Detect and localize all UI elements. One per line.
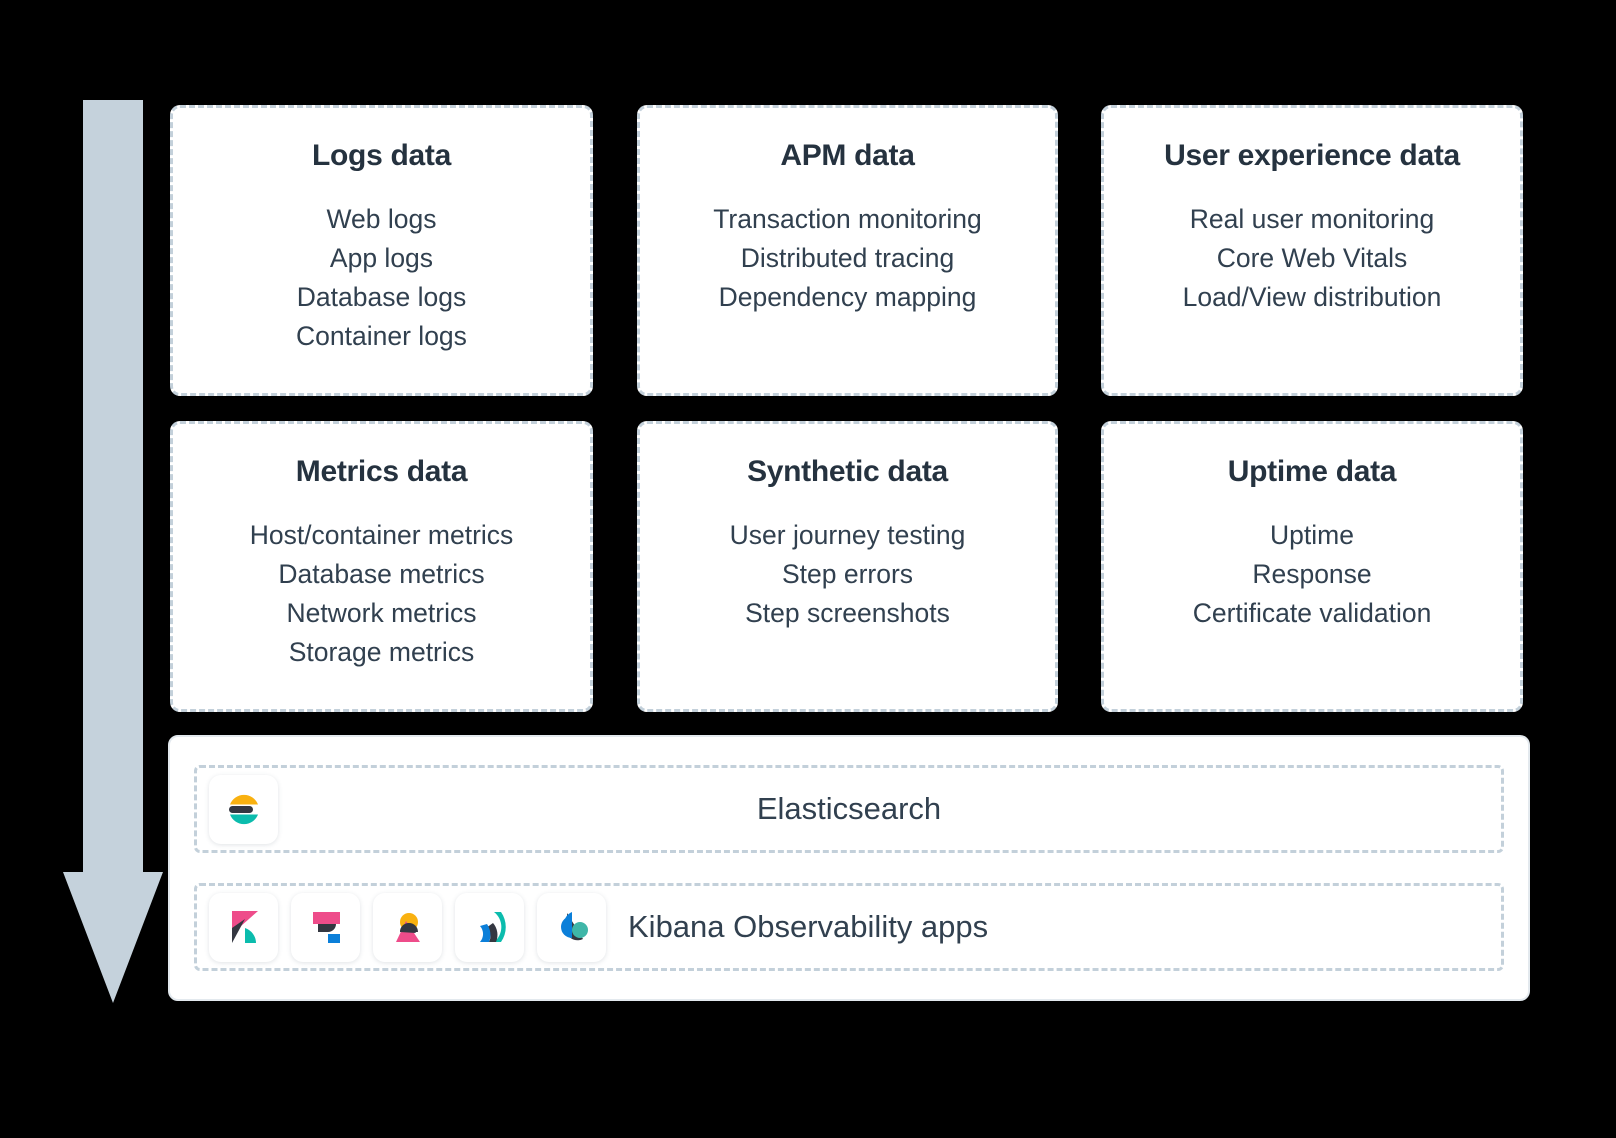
list-item: Real user monitoring (1189, 204, 1435, 234)
card-title: Metrics data (295, 455, 468, 488)
list-item: Certificate validation (1192, 598, 1432, 628)
card-item-list: Transaction monitoring Distributed traci… (713, 200, 982, 317)
logs-tile[interactable] (373, 892, 442, 962)
platform-row-label: Elasticsearch (756, 791, 942, 826)
list-item: Web logs (326, 204, 437, 234)
elasticsearch-icon-strip (197, 774, 278, 844)
card-synthetic-data: Synthetic data User journey testing Step… (637, 421, 1058, 712)
apm-tile[interactable] (291, 892, 360, 962)
list-item: Transaction monitoring (713, 204, 982, 234)
list-item: Core Web Vitals (1216, 243, 1408, 273)
list-item: User journey testing (729, 520, 966, 550)
list-item: Distributed tracing (740, 243, 955, 273)
kibana-icon (225, 908, 263, 946)
platform-row-elasticsearch: Elasticsearch (194, 765, 1504, 853)
list-item: Response (1252, 559, 1372, 589)
card-title: APM data (780, 139, 915, 172)
card-item-list: Real user monitoring Core Web Vitals Loa… (1183, 200, 1442, 317)
uptime-tile[interactable] (455, 892, 524, 962)
card-item-list: Host/container metrics Database metrics … (250, 516, 514, 672)
platform-panel: Elasticsearch (168, 735, 1530, 1001)
card-metrics-data: Metrics data Host/container metrics Data… (170, 421, 593, 712)
list-item: Load/View distribution (1182, 282, 1442, 312)
card-logs-data: Logs data Web logs App logs Database log… (170, 105, 593, 396)
uptime-icon (471, 908, 509, 946)
logs-icon (389, 908, 427, 946)
card-item-list: Uptime Response Certificate validation (1193, 516, 1432, 633)
kibana-tile[interactable] (209, 892, 278, 962)
list-item: Step screenshots (745, 598, 950, 628)
list-item: Dependency mapping (718, 282, 977, 312)
card-apm-data: APM data Transaction monitoring Distribu… (637, 105, 1058, 396)
elasticsearch-icon (224, 789, 264, 829)
list-item: Container logs (296, 321, 467, 351)
card-title: Logs data (312, 139, 451, 172)
card-title: User experience data (1164, 139, 1460, 172)
list-item: Storage metrics (288, 637, 475, 667)
apm-icon (307, 908, 345, 946)
kibana-apps-icon-strip (197, 892, 606, 962)
metrics-icon (553, 908, 591, 946)
card-user-experience-data: User experience data Real user monitorin… (1101, 105, 1523, 396)
card-item-list: Web logs App logs Database logs Containe… (296, 200, 467, 356)
card-item-list: User journey testing Step errors Step sc… (730, 516, 966, 633)
metrics-tile[interactable] (537, 892, 606, 962)
platform-row-kibana-apps: Kibana Observability apps (194, 883, 1504, 971)
list-item: Uptime (1270, 520, 1354, 550)
platform-row-label: Kibana Observability apps (628, 909, 989, 944)
elasticsearch-tile[interactable] (209, 774, 278, 844)
card-title: Synthetic data (747, 455, 948, 488)
list-item: Database logs (296, 282, 467, 312)
list-item: App logs (329, 243, 434, 273)
list-item: Host/container metrics (249, 520, 514, 550)
card-title: Uptime data (1227, 455, 1397, 488)
list-item: Network metrics (286, 598, 477, 628)
list-item: Database metrics (278, 559, 485, 589)
list-item: Step errors (781, 559, 914, 589)
data-ingest-flow-arrow (62, 100, 164, 1003)
card-uptime-data: Uptime data Uptime Response Certificate … (1101, 421, 1523, 712)
